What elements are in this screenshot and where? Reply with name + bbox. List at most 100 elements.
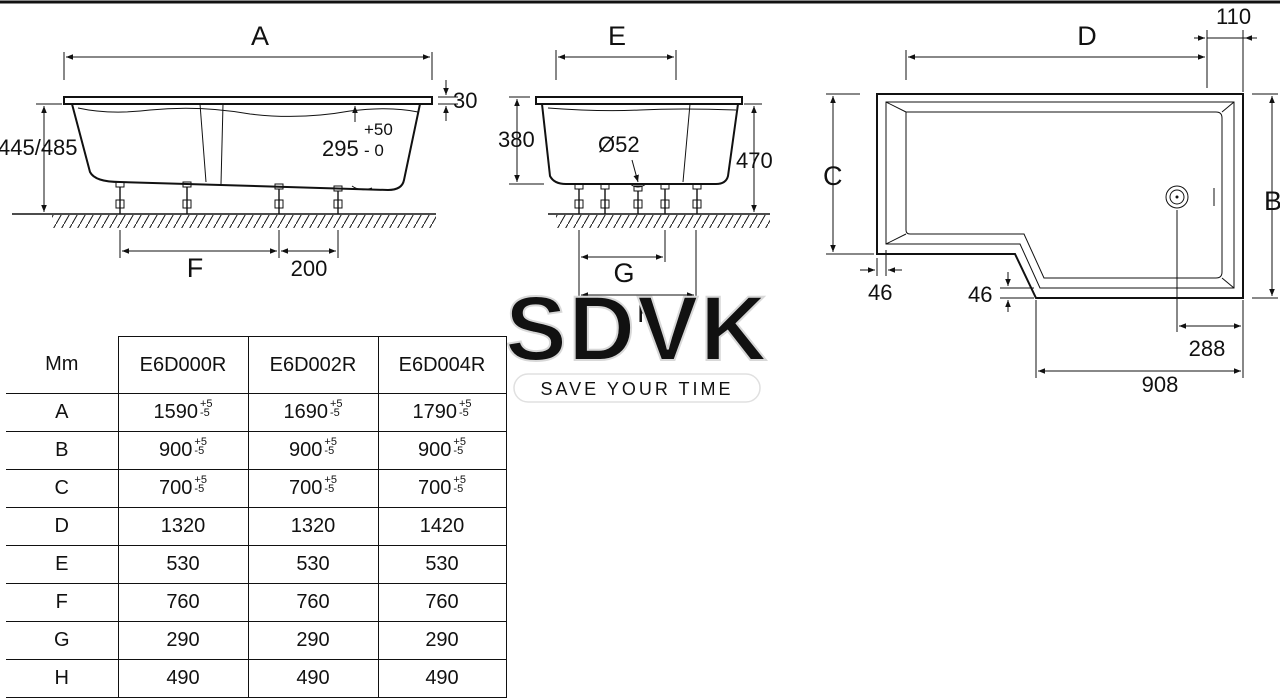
table-cell-value: 700 xyxy=(289,477,323,499)
table-cell-value: 1320 xyxy=(290,515,336,537)
dim-label-288: 288 xyxy=(1189,336,1226,361)
tolerance-plus: +5 xyxy=(458,397,472,410)
end-tub-body xyxy=(541,103,739,185)
table-row-label: F xyxy=(6,583,119,622)
plan-basin xyxy=(905,111,1223,279)
end-legs xyxy=(574,183,702,214)
tolerance-minus: -5 xyxy=(324,482,335,495)
table-cell-value: 290 xyxy=(425,629,459,651)
table-row-label: E xyxy=(6,545,119,584)
dim-label-H: H xyxy=(637,298,657,328)
tolerance: +5-5 xyxy=(453,436,466,457)
tolerance: +5-5 xyxy=(194,435,207,457)
table-cell: 900+5-5 xyxy=(117,431,249,470)
table-cell-value: 760 xyxy=(425,591,459,613)
table-cell-value: 1790 xyxy=(412,401,457,423)
table-cell-value: 700 xyxy=(418,477,452,499)
table-cell: 1320 xyxy=(247,507,379,546)
table-cell: 290 xyxy=(117,621,249,660)
tolerance-plus: +5 xyxy=(324,473,337,486)
tolerance-minus: -5 xyxy=(194,482,205,495)
table-header-E6D000R: E6D000R xyxy=(117,336,249,394)
table-cell-value: 490 xyxy=(166,667,200,689)
side-tub-body xyxy=(71,103,421,192)
table-cell: 490 xyxy=(247,659,379,698)
dim-label-46-step: 46 xyxy=(968,282,992,307)
table-cell: 760 xyxy=(247,583,379,622)
dim-label-908: 908 xyxy=(1142,372,1179,397)
table-cell: 1420 xyxy=(377,507,507,546)
tolerance: +5-5 xyxy=(199,398,213,419)
table-cell-value: 530 xyxy=(425,553,459,575)
table-cell-value: 290 xyxy=(166,629,200,651)
side-tub-seam-1 xyxy=(199,103,207,183)
table-cell: 760 xyxy=(117,583,249,622)
table-cell: 700+5-5 xyxy=(377,469,507,508)
table-row-label: D xyxy=(6,507,119,546)
table-row: H 490 490 490 xyxy=(6,659,507,698)
end-floor-hatch xyxy=(556,215,770,228)
watermark: SDVK SAVE YOUR TIME xyxy=(504,277,768,403)
tolerance-minus: -5 xyxy=(453,482,464,495)
table-cell: 900+5-5 xyxy=(377,431,507,470)
table-cell-value: 490 xyxy=(425,667,459,689)
table-cell-value: 1590 xyxy=(153,401,198,423)
side-rim xyxy=(63,96,433,105)
table-row-label: H xyxy=(6,659,119,698)
tolerance-minus: -5 xyxy=(453,444,464,457)
table-row-label: A xyxy=(6,393,119,432)
tolerance-minus: -5 xyxy=(194,444,205,457)
table-header-E6D002R: E6D002R xyxy=(247,336,379,394)
side-legs xyxy=(115,181,343,214)
dim-label-A: A xyxy=(251,21,269,51)
watermark-tagline: SAVE YOUR TIME xyxy=(540,379,733,399)
dim-label-minus0: - 0 xyxy=(364,141,384,160)
tolerance-minus: -5 xyxy=(199,406,210,419)
dim-label-30: 30 xyxy=(453,88,477,113)
tolerance: +5-5 xyxy=(458,397,472,419)
table-cell: 290 xyxy=(247,621,379,660)
dim-label-B: B xyxy=(1264,186,1280,216)
end-rim xyxy=(535,96,743,105)
tolerance-plus: +5 xyxy=(453,473,466,486)
table-cell-value: 900 xyxy=(159,439,193,461)
table-cell: 530 xyxy=(117,545,249,584)
dim-label-445-485: 445/485 xyxy=(0,135,78,160)
tolerance-plus: +5 xyxy=(329,397,343,410)
end-view: E 380 470 Ø52 G H xyxy=(498,21,773,328)
table-cell: 1590+5-5 xyxy=(117,393,249,432)
plan-view: D 110 C B 46 46 288 xyxy=(823,4,1280,397)
end-tub-seam xyxy=(682,103,691,183)
table-cell-value: 900 xyxy=(289,439,323,461)
table-cell: 1690+5-5 xyxy=(247,393,379,432)
dim-label-C: C xyxy=(823,161,843,191)
table-cell: 490 xyxy=(117,659,249,698)
side-drain xyxy=(351,185,373,191)
dim-label-295: 295 xyxy=(322,136,359,161)
dim-label-46-left: 46 xyxy=(868,280,892,305)
tolerance-plus: +5 xyxy=(194,473,207,486)
end-drain xyxy=(629,183,647,188)
table-cell: 700+5-5 xyxy=(247,469,379,508)
table-cell: 1320 xyxy=(117,507,249,546)
table-row-label: C xyxy=(6,469,119,508)
dim-label-plus50: +50 xyxy=(364,120,393,139)
table-row-label: B xyxy=(6,431,119,470)
table-row-label: G xyxy=(6,621,119,660)
tolerance-plus: +5 xyxy=(194,435,207,448)
dim-label-D: D xyxy=(1077,21,1097,51)
plan-inner-rim xyxy=(885,101,1235,289)
plan-outer-outline xyxy=(876,93,1244,299)
side-floor-hatch xyxy=(52,215,436,228)
table-cell: 290 xyxy=(377,621,507,660)
tolerance-minus: -5 xyxy=(458,406,469,419)
tolerance-minus: -5 xyxy=(329,406,340,419)
table-row: G 290 290 290 xyxy=(6,621,507,660)
tolerance: +5-5 xyxy=(453,473,466,495)
